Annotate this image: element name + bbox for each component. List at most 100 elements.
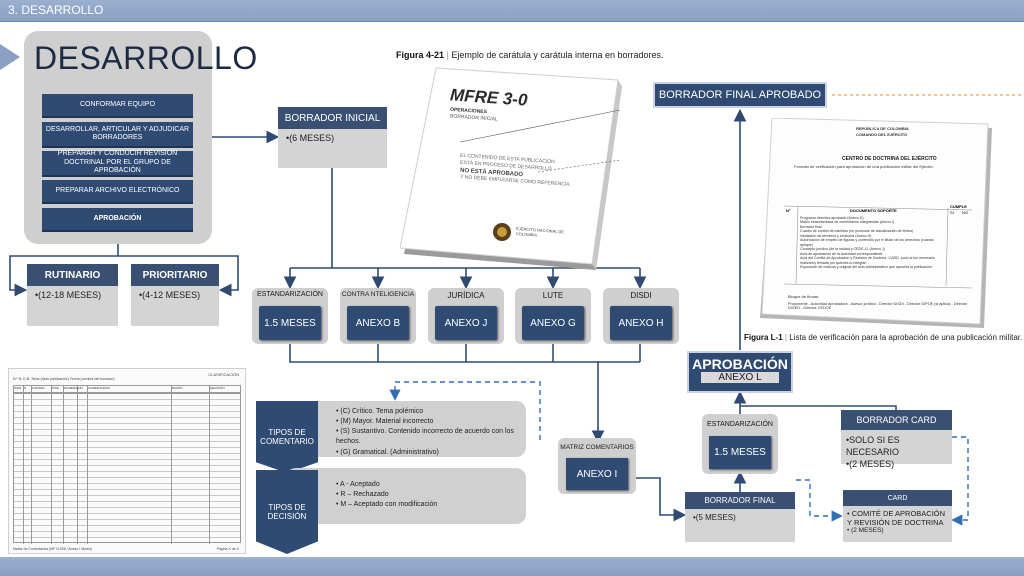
annex-button-h[interactable]: ANEXO H: [610, 306, 672, 340]
borrador-card-item: •(2 MESES): [846, 459, 895, 470]
comment-matrix-form-illustration: CLASIFICACIÓN N.º N. D.B. Tema (título p…: [8, 368, 246, 554]
card-item: • (2 MESES): [847, 527, 884, 534]
form-top-line: N.º N. D.B. Tema (título publicación) Fe…: [13, 377, 115, 381]
tipo-comentario-item: • (G) Gramatical. (Administrativo): [336, 448, 439, 456]
paper-row: Programa directiva aprobado (Anexo D): [800, 216, 864, 220]
figure-top-number: Figura 4-21: [396, 50, 445, 60]
annex-label-estandarizacion: ESTANDARIZACIÓN: [257, 291, 323, 298]
matriz-label: MATRIZ COMENTARIOS: [560, 444, 634, 451]
paper-header-1: REPÚBLICA DE COLOMBIA: [856, 126, 909, 131]
figure-bottom-caption: Figura L-1 | Lista de verificación para …: [744, 333, 1023, 342]
form-header-row: ITEM N CONTEN PÁGI NUMERAL LÍN COMENTARI…: [13, 385, 241, 393]
paper-header-2: COMANDO DEL EJÉRCITO: [856, 132, 908, 137]
header-title: 3. DESARROLLO: [8, 3, 104, 17]
borrador-card-item: •SOLO SI ES NECESARIO: [846, 435, 900, 458]
figure-bottom-number: Figura L-1: [744, 333, 783, 342]
paper-rows: Programa directiva aprobado (Anexo D) Ma…: [800, 216, 946, 270]
form-footer-right: Página X de X: [216, 547, 239, 551]
paper-row: Acta de aprobación de la autoridad corre…: [800, 251, 883, 256]
card-items: • COMITÉ DE APROBACIÓN Y REVISIÓN DE DOC…: [843, 506, 952, 538]
step-aprobacion: APROBACIÓN: [42, 208, 193, 232]
annex-label-disdi: DISDI: [630, 291, 652, 300]
borrador-inicial-box: BORRADOR INICIAL •(6 MESES): [278, 107, 387, 168]
tipos-comentario-list: • (C) Crítico. Tema polémico • (M) Mayor…: [286, 401, 526, 457]
footer-bar: [0, 557, 1024, 576]
annex-label-contrainteligencia: CONTRA NTELIGENCIA: [341, 291, 415, 298]
paper-footer-1: Bloque de firmas:: [788, 294, 820, 299]
paper-footer-2: Proponente - Autoridad aprobadora - Ases…: [788, 302, 968, 310]
rutinario-title: RUTINARIO: [27, 264, 118, 286]
annex-button-estandarizacion[interactable]: 1.5 MESES: [259, 306, 321, 340]
annex-button-b[interactable]: ANEXO B: [347, 306, 409, 340]
figure-top-caption: Figura 4-21 | Ejemplo de carátula y cará…: [396, 50, 664, 60]
paper-row: Autorización de empleo de figuras y cont…: [800, 238, 934, 247]
tipo-comentario-item: • (S) Sustantivo. Contenido incorrecto d…: [336, 428, 514, 446]
form-col-header: N: [24, 386, 32, 392]
borrador-inicial-title: BORRADOR INICIAL: [278, 107, 387, 129]
tipo-decision-item: • A - Aceptado: [336, 481, 380, 488]
figure-bottom-text: Lista de verificación para la aprobación…: [789, 333, 1023, 342]
form-col-header: COMENTARIOS: [88, 386, 172, 392]
annex-label-juridica: JURÍDICA: [447, 291, 485, 300]
prioritario-box: PRIORITARIO •(4-12 MESES): [131, 264, 219, 326]
borrador-final-body: •(5 MESES): [693, 513, 736, 522]
rutinario-body: •(12-18 MESES): [35, 290, 102, 300]
figure-top-text: Ejemplo de carátula y carátula interna e…: [451, 50, 664, 60]
form-col-header: ITEM: [14, 386, 24, 392]
borrador-inicial-body: •(6 MESES): [286, 133, 335, 143]
paper-title: CENTRO DE DOCTRINA DEL EJÉRCITO: [842, 156, 937, 162]
annex-button-j[interactable]: ANEXO J: [435, 306, 497, 340]
paper-row: Matriz estandarizada de comentarios inte…: [800, 220, 895, 225]
paper-col-no: NO: [962, 210, 968, 215]
form-col-header: LÍN: [78, 386, 88, 392]
paper-col-doc: DOCUMENTO SOPORTE: [850, 208, 897, 213]
estandarizacion-right-label: ESTANDARIZACIÓN: [707, 421, 773, 428]
aprobacion-title: APROBACIÓN: [692, 356, 788, 372]
form-col-header: CONTEN: [32, 386, 52, 392]
borrador-final-title: BORRADOR FINAL: [685, 492, 795, 509]
rutinario-box: RUTINARIO •(12-18 MESES): [27, 264, 118, 326]
form-col-header: PÁGI: [52, 386, 64, 392]
annex-button-g[interactable]: ANEXO G: [522, 306, 584, 340]
card-title: CARD: [843, 490, 952, 506]
form-footer-left: Matriz de Comentarios (MF N.006 / Anexo …: [13, 547, 92, 551]
paper-row: Borrador final: [800, 224, 822, 229]
paper-col-si: SI: [950, 210, 954, 215]
card-item: • COMITÉ DE APROBACIÓN Y REVISIÓN DE DOC…: [847, 509, 946, 527]
estandarizacion-right-button[interactable]: 1.5 MESES: [709, 436, 771, 469]
step-desarrollar-borradores: DESARROLLAR, ARTICULAR Y ADJUDICAR BORRA…: [42, 122, 193, 148]
borrador-final-aprobado: BORRADOR FINAL APROBADO: [653, 82, 827, 108]
paper-subtitle: Formato de verificación para aprobación …: [794, 164, 933, 169]
step-revision-doctrinal: PREPARAR Y CONDUCIR REVISION DOCTRINAL P…: [42, 150, 193, 177]
step-archivo-electronico: PREPARAR ARCHIVO ELECTRÓNICO: [42, 180, 193, 204]
matriz-button-i[interactable]: ANEXO I: [566, 458, 628, 490]
paper-row: Acta del Comité de Aprobación y Revisión…: [800, 256, 935, 265]
paper-row: Validación de términos y símbolos (Anexo…: [800, 233, 872, 238]
paper-row: Cuadro de control de cambios (en proceso…: [800, 229, 914, 234]
tipo-comentario-item: • (M) Mayor. Material incorrecto: [336, 418, 434, 426]
tipo-decision-item: • M – Aceptado con modificación: [336, 501, 438, 509]
borrador-card-items: •SOLO SI ES NECESARIO •(2 MESES): [841, 430, 952, 474]
book-cover-illustration: MFRE 3-0 OPERACIONES BORRADOR INICIAL EL…: [399, 52, 630, 270]
step-conformar-equipo: CONFORMAR EQUIPO: [42, 94, 193, 118]
annex-label-lute: LUTE: [542, 291, 564, 300]
paper-row: Concepto jurídico (de la unidad y CEDE-1…: [800, 247, 885, 252]
paper-col-n: N°: [786, 208, 791, 213]
header-bar: 3. DESARROLLO: [0, 0, 1024, 22]
section-pointer: [0, 44, 20, 70]
form-col-header: RAZÓN: [172, 386, 210, 392]
prioritario-body: •(4-12 MESES): [139, 290, 201, 300]
form-col-header: DECISIÓN: [210, 386, 225, 390]
tipos-decision-label: TIPOS DE DECISIÓN: [256, 470, 318, 554]
tipo-decision-item: • R – Rechazado: [336, 491, 389, 499]
aprobacion-box: APROBACIÓN ANEXO L: [687, 351, 793, 393]
panel-title: DESARROLLO: [34, 40, 258, 76]
form-top-right: CLASIFICACIÓN: [208, 372, 239, 377]
form-col-header: NUMERAL: [64, 386, 79, 392]
borrador-card-box: BORRADOR CARD •SOLO SI ES NECESARIO •(2 …: [841, 410, 952, 469]
prioritario-title: PRIORITARIO: [131, 264, 219, 286]
tipos-decision-list: • A - Aceptado • R – Rechazado • M – Ace…: [286, 468, 526, 524]
form-grid: [13, 393, 241, 544]
verification-paper-illustration: REPÚBLICA DE COLOMBIA COMANDO DEL EJÉRCI…: [760, 118, 992, 328]
tipos-comentario-label: TIPOS DE COMENTARIO: [256, 401, 318, 473]
